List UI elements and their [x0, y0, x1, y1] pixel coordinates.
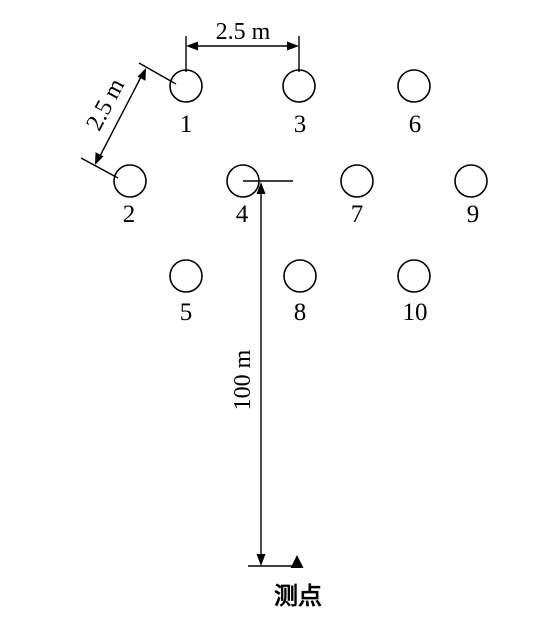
- hole-label: 2: [123, 201, 136, 228]
- arrowhead-top: [256, 182, 266, 194]
- hole-7-circle: [340, 164, 374, 198]
- hole-label: 8: [294, 299, 307, 326]
- hole-label: 7: [351, 201, 364, 228]
- dimension-line: [99, 76, 142, 157]
- hole-8-circle: [283, 259, 317, 293]
- diagonal-spacing-label: 2.5 m: [82, 74, 131, 135]
- hole-9-circle: [454, 164, 488, 198]
- hole-label: 4: [236, 201, 249, 228]
- hole-5-circle: [169, 259, 203, 293]
- hole-10-circle: [397, 259, 431, 293]
- horizontal-spacing-dimension: 2.5 m: [185, 19, 300, 72]
- arrowhead-left: [186, 41, 198, 51]
- hole-label: 5: [180, 299, 193, 326]
- distance-dimension: 100 m: [230, 180, 296, 567]
- hole-label: 6: [409, 111, 422, 138]
- arrowhead-right: [287, 41, 299, 51]
- diagonal-spacing-dimension: 2.5 m: [80, 62, 177, 179]
- measurement-point-marker-icon: [290, 555, 304, 568]
- extension-line-upper: [138, 62, 177, 85]
- distance-label: 100 m: [230, 349, 256, 410]
- hole-1-circle: [169, 69, 203, 103]
- horizontal-spacing-label: 2.5 m: [216, 19, 271, 45]
- measurement-point-label: 测点: [274, 582, 322, 610]
- hole-label: 1: [180, 111, 193, 138]
- arrowhead-lower: [95, 152, 104, 165]
- hole-2-circle: [113, 164, 147, 198]
- arrowhead-bottom: [256, 554, 266, 566]
- hole-label: 10: [403, 299, 428, 326]
- hole-6-circle: [397, 69, 431, 103]
- hole-3-circle: [282, 69, 316, 103]
- hole-label: 9: [467, 201, 480, 228]
- hole-label: 3: [294, 111, 307, 138]
- arrowhead-upper: [137, 68, 146, 81]
- extension-line-lower: [80, 157, 119, 179]
